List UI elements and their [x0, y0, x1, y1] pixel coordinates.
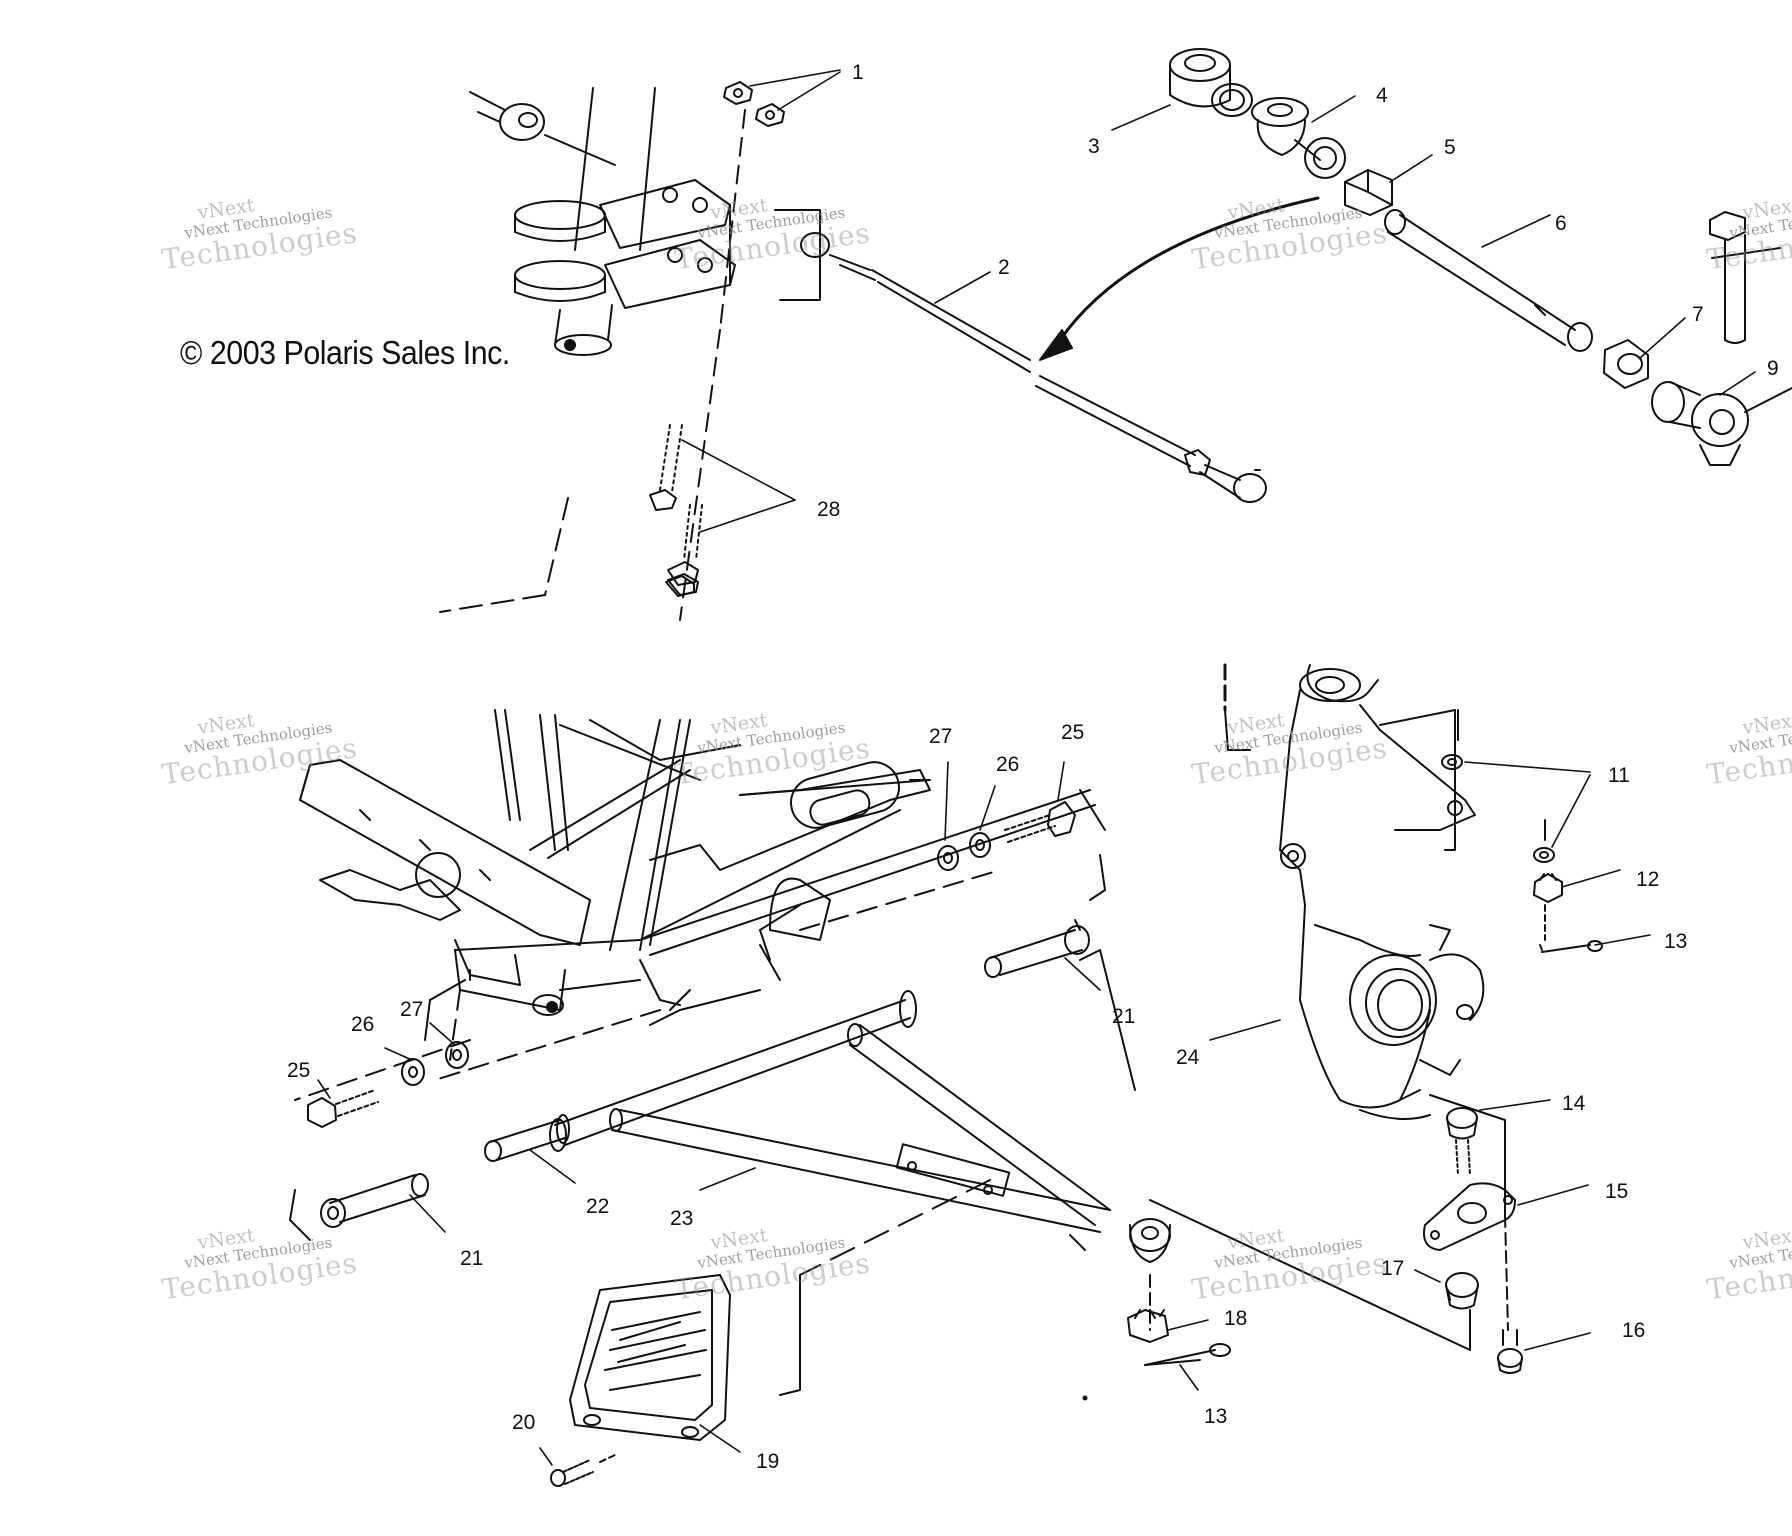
bolts-28	[649, 424, 703, 597]
cotter-pin-13-lower	[1144, 1343, 1231, 1366]
callout-26: 26	[996, 753, 1020, 776]
callout-27: 27	[929, 725, 953, 748]
callout-28: 28	[817, 498, 841, 521]
callout-23: 23	[670, 1207, 694, 1230]
leader-lines	[317, 69, 1756, 1466]
callout-9: 9	[1767, 357, 1779, 380]
jam-nut-5	[1344, 169, 1393, 216]
callout-26: 26	[351, 1013, 375, 1036]
callout-27: 27	[400, 998, 424, 1021]
washer-26-upper-hole	[975, 839, 985, 851]
skid-leader	[779, 1274, 801, 1396]
direction-arrow	[1039, 196, 1320, 361]
callout-14: 14	[1562, 1092, 1586, 1115]
nuts-1	[679, 81, 785, 621]
washer-26-upper	[969, 832, 991, 858]
spindle-24	[1223, 663, 1485, 1109]
callout-11: 11	[1608, 764, 1630, 787]
frame	[299, 709, 1106, 1041]
callout-25: 25	[1061, 721, 1085, 744]
bushing-22	[484, 1114, 570, 1162]
callout-12: 12	[1636, 868, 1660, 891]
bolt-25-upper	[1004, 801, 1076, 843]
washer-27-lower-hole	[452, 1049, 462, 1061]
frame-dashline	[439, 497, 569, 613]
callout-21: 21	[460, 1247, 484, 1270]
castle-nut-18	[1127, 1309, 1169, 1343]
callout-22: 22	[586, 1195, 610, 1218]
ball-joint-17	[1445, 1272, 1479, 1310]
callout-1: 1	[852, 61, 864, 84]
a-arm-dash-lines	[799, 1179, 991, 1276]
castle-nut-12	[1533, 873, 1563, 903]
bolt-16	[1497, 1329, 1523, 1374]
callout-13: 13	[1204, 1405, 1228, 1428]
ball-joint-bolt-14	[1429, 1094, 1509, 1331]
callout-6: 6	[1555, 212, 1567, 235]
spindle-link-lines	[1149, 1109, 1471, 1351]
callout-16: 16	[1622, 1319, 1646, 1342]
callout-3: 3	[1088, 135, 1100, 158]
callout-21: 21	[1112, 1005, 1136, 1028]
callout-18: 18	[1224, 1307, 1248, 1330]
bolt-25-lower	[307, 1089, 379, 1128]
callout-19: 19	[756, 1450, 780, 1473]
callout-15: 15	[1605, 1180, 1629, 1203]
rod-end-9	[1651, 381, 1792, 466]
callout-4: 4	[1376, 84, 1388, 107]
screw-20	[550, 1454, 616, 1487]
adjuster-tube-6	[1384, 209, 1593, 352]
washer-26-lower	[401, 1058, 425, 1086]
steering-post	[514, 87, 821, 356]
bolt-top-right	[1709, 211, 1781, 344]
callout-17: 17	[1381, 1257, 1405, 1280]
copyright-notice: © 2003 Polaris Sales Inc.	[180, 334, 510, 371]
washer-27-lower	[445, 1041, 469, 1069]
tie-rod-end-left	[469, 91, 616, 166]
washer-27-upper-hole	[943, 852, 953, 864]
bushing-bracket-lines	[289, 854, 1136, 1241]
callout-25: 25	[287, 1059, 311, 1082]
speck	[1082, 1395, 1088, 1401]
callout-13: 13	[1664, 930, 1688, 953]
skid-plate-19	[569, 1274, 731, 1441]
rod-end-3	[1169, 48, 1253, 117]
bushing-21-upper	[984, 919, 1090, 978]
a-arm-23	[549, 990, 1171, 1331]
cotter-washers-11	[1441, 709, 1555, 863]
washer-27-upper	[937, 845, 959, 871]
callout-5: 5	[1444, 136, 1456, 159]
callout-7: 7	[1692, 303, 1704, 326]
callout-24: 24	[1176, 1046, 1200, 1069]
rod-end-4	[1251, 97, 1346, 179]
callout-2: 2	[998, 256, 1010, 279]
callout-20: 20	[512, 1411, 536, 1434]
jam-nut-7	[1603, 339, 1649, 389]
cotter-pin-13-upper	[1539, 904, 1603, 953]
washer-26-lower-hole	[408, 1066, 418, 1078]
tie-rod-2	[800, 232, 1267, 503]
plate-15	[1423, 1182, 1516, 1251]
bushing-21-lower	[320, 1173, 429, 1228]
